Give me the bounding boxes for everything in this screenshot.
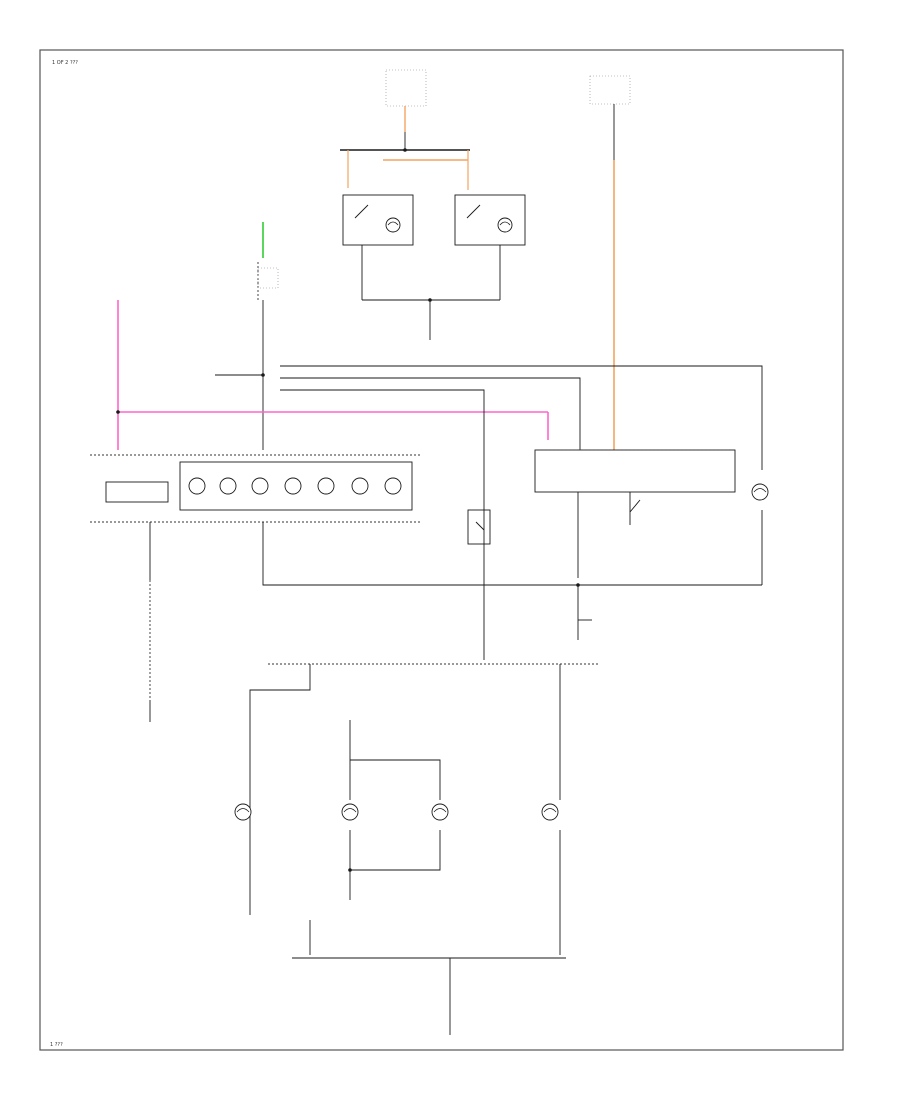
lower-feed-mid xyxy=(350,759,441,800)
top-fuse-feed xyxy=(340,69,470,190)
courtesy-lamps xyxy=(234,803,559,821)
feed-wire-a xyxy=(280,365,763,450)
light-sensor xyxy=(467,509,491,545)
corner-label-bottom: 1 ??? xyxy=(50,1042,63,1048)
door-switch-left xyxy=(342,194,414,246)
diagram-border xyxy=(39,49,844,1051)
corner-label-top: 1 OF 2 ??? xyxy=(52,60,78,66)
cluster-lamps xyxy=(188,477,402,495)
splice-dots xyxy=(116,148,580,872)
feed-wire-c xyxy=(280,389,485,660)
green-feed xyxy=(257,222,279,450)
lamp-right-dome xyxy=(751,450,769,585)
lower-feed-left xyxy=(249,664,311,915)
lamp-ground-link xyxy=(349,830,441,871)
door-switch-right xyxy=(454,194,526,246)
instrument-cluster xyxy=(90,454,420,523)
pink-wire xyxy=(117,300,549,450)
orange-wire-right xyxy=(589,75,631,450)
right-module xyxy=(534,449,736,578)
feed-wire-b xyxy=(280,377,581,450)
ground-bus xyxy=(262,522,762,586)
